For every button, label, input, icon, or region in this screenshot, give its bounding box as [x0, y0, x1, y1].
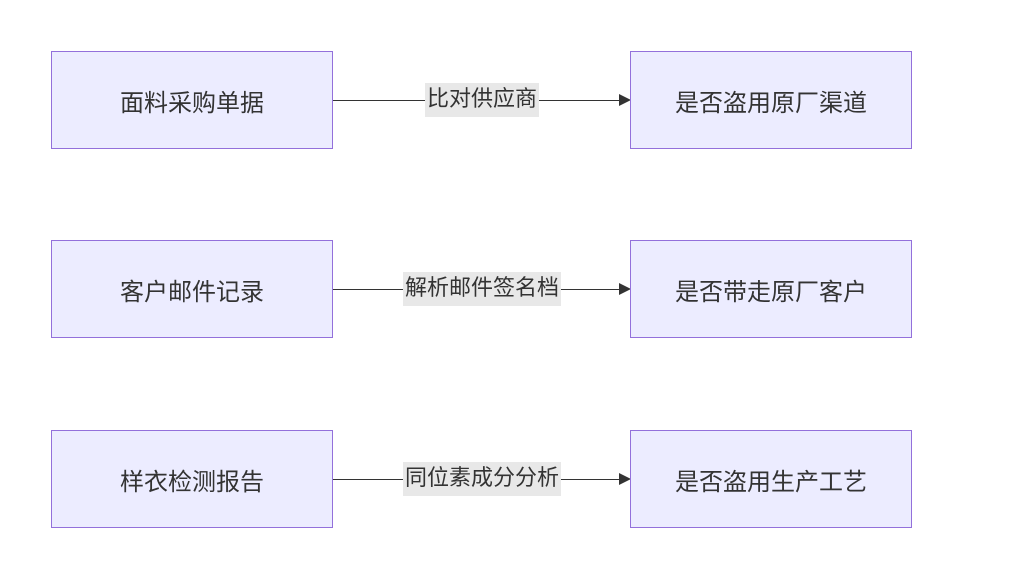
edge-label-row1: 比对供应商 [424, 83, 540, 117]
source-node-label: 客户邮件记录 [120, 277, 264, 306]
edge-label-row2: 解析邮件签名档 [402, 272, 562, 306]
target-node-label: 是否带走原厂客户 [675, 277, 867, 306]
target-node-client-poaching: 是否带走原厂客户 [630, 240, 912, 338]
arrow-head-icon [619, 94, 631, 106]
edge-label-row3: 同位素成分分析 [402, 462, 562, 496]
target-node-label: 是否盗用生产工艺 [675, 467, 867, 496]
arrow-head-icon [619, 283, 631, 295]
target-node-process-theft: 是否盗用生产工艺 [630, 430, 912, 528]
source-node-sample-test-report: 样衣检测报告 [51, 430, 333, 528]
source-node-purchase-records: 面料采购单据 [51, 51, 333, 149]
target-node-label: 是否盗用原厂渠道 [675, 88, 867, 117]
source-node-label: 样衣检测报告 [120, 467, 264, 496]
target-node-supplier-channel: 是否盗用原厂渠道 [630, 51, 912, 149]
source-node-email-records: 客户邮件记录 [51, 240, 333, 338]
arrow-head-icon [619, 473, 631, 485]
source-node-label: 面料采购单据 [120, 88, 264, 117]
